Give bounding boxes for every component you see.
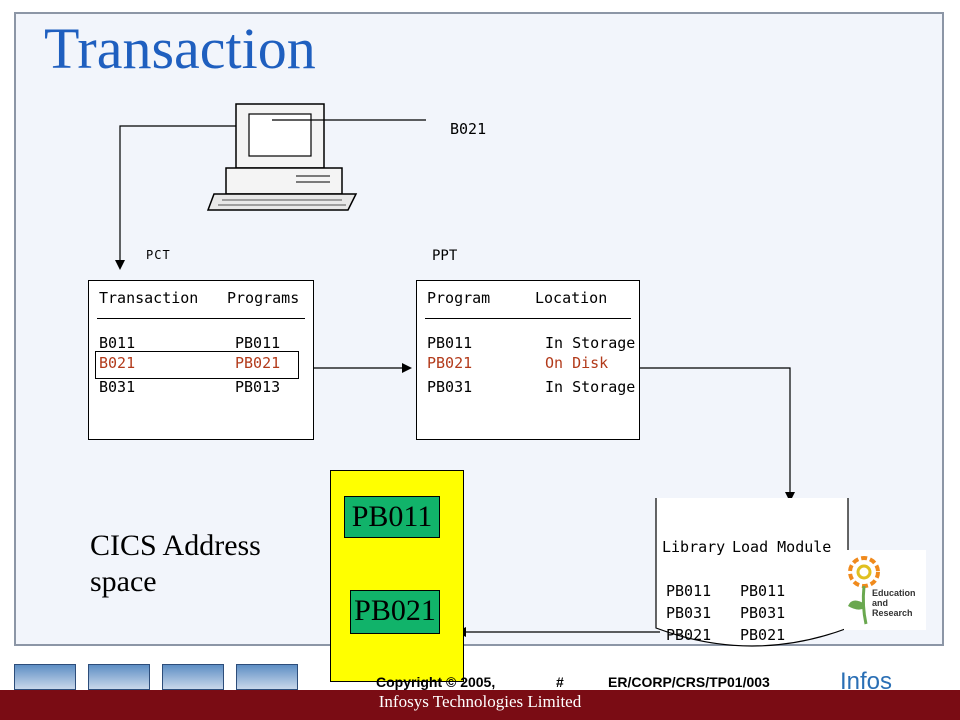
ppt-row-1-location: In Storage — [545, 334, 636, 352]
pct-header-transaction: Transaction — [99, 289, 199, 307]
ppt-header-rule — [425, 318, 631, 319]
pct-row-2-program: PB021 — [235, 354, 281, 372]
computer-terminal-icon — [206, 103, 358, 211]
slide-title: Transaction — [44, 16, 316, 81]
library-row-2-library: PB031 — [666, 604, 712, 622]
ppt-row-3-program: PB031 — [427, 378, 473, 396]
education-research-logo: Education and Research — [844, 550, 926, 630]
library-row-2-module: PB031 — [740, 604, 786, 622]
pct-selected-row-outline — [95, 351, 299, 379]
logo-text-education: Education — [872, 588, 916, 598]
footer-thumbnail-4 — [236, 664, 298, 690]
ppt-to-library-arrow — [640, 367, 795, 502]
library-header-library: Library — [662, 538, 726, 556]
ppt-table: Program Location PB011 In Storage PB021 … — [416, 280, 640, 440]
logo-text-and: and — [872, 598, 889, 608]
ppt-header-location: Location — [535, 289, 608, 307]
flower-logo-icon — [848, 556, 880, 625]
terminal-to-pct-arrow — [115, 125, 236, 270]
footer-doc-id: ER/CORP/CRS/TP01/003 — [608, 674, 770, 690]
load-library-cylinder — [655, 498, 849, 647]
loaded-program-pb021: PB021 — [350, 590, 440, 634]
terminal-input-text: B021 — [450, 120, 487, 138]
pct-row-3-transaction: B031 — [99, 378, 136, 396]
library-row-1-library: PB011 — [666, 582, 712, 600]
ppt-row-2-program: PB021 — [427, 354, 473, 372]
ppt-row-1-program: PB011 — [427, 334, 473, 352]
pct-header-programs: Programs — [227, 289, 300, 307]
pct-label: PCT — [146, 248, 171, 262]
ppt-row-2-location: On Disk — [545, 354, 609, 372]
pct-row-2-transaction: B021 — [99, 354, 136, 372]
footer-bar — [0, 690, 960, 720]
library-header-load-module: Load Module — [732, 538, 832, 556]
pct-table: Transaction Programs B011 PB011 B021 PB0… — [88, 280, 314, 440]
pct-row-3-program: PB013 — [235, 378, 281, 396]
logo-text-research: Research — [872, 608, 913, 618]
ppt-header-program: Program — [427, 289, 491, 307]
footer-page-number: # — [556, 674, 564, 690]
ppt-label: PPT — [432, 248, 458, 264]
footer-copyright: Copyright © 2005, — [376, 674, 496, 690]
footer-thumbnail-3 — [162, 664, 224, 690]
pct-header-rule — [97, 318, 305, 319]
loaded-program-pb011: PB011 — [344, 496, 440, 538]
footer-company-name: Infosys Technologies Limited — [378, 692, 582, 711]
footer-thumbnail-2 — [88, 664, 150, 690]
library-row-3-library: PB021 — [666, 626, 712, 644]
footer-thumbnail-1 — [14, 664, 76, 690]
cics-address-space-label: CICS Address space — [90, 529, 261, 598]
pct-row-1-transaction: B011 — [99, 334, 136, 352]
pct-row-1-program: PB011 — [235, 334, 281, 352]
library-row-3-module: PB021 — [740, 626, 786, 644]
library-row-1-module: PB011 — [740, 582, 786, 600]
ppt-row-3-location: In Storage — [545, 378, 636, 396]
